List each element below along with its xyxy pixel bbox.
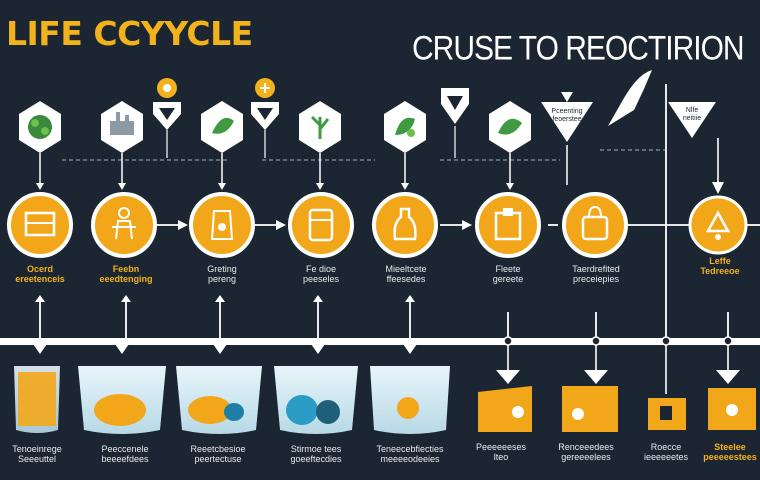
circle-label-1: Ocerd ereetenceis — [8, 264, 72, 284]
bottom-label-2: Peeccenele beeeefdees — [90, 444, 160, 464]
title-left: LIFE CCYYCLE — [6, 14, 253, 53]
bottom-label-line1: Steelee — [714, 442, 746, 452]
bottom-label-1: Tenoeinrege Seeeuttel — [2, 444, 72, 464]
bottle-icon — [372, 192, 438, 258]
bottom-label-5: Teneecebfiecties meeeeodeeies — [366, 444, 454, 464]
bottom-label-line2: meeeeodeeies — [380, 454, 440, 464]
circle-label-line1: Taerdrefited — [572, 264, 620, 274]
container-3 — [176, 366, 262, 434]
shield-down-icon — [541, 92, 593, 142]
box-icon — [7, 192, 73, 258]
plant-hexagon-icon — [299, 101, 341, 153]
circle-label-7: Taerdrefited preceiepies — [556, 264, 636, 284]
bottom-label-line2: peeeeestees — [703, 452, 757, 462]
bottom-label-line2: peertectuse — [194, 454, 242, 464]
upper-dashed-lines — [62, 149, 665, 161]
circle-label-3: Greting pereng — [190, 264, 254, 284]
circle-label-8: Leffe Tedreeoe — [692, 256, 748, 276]
bottom-label-line2: beeeefdees — [101, 454, 149, 464]
package-icon — [288, 192, 354, 258]
container-4 — [274, 366, 358, 434]
circle-label-line2: gereete — [492, 274, 524, 284]
herb-hexagon-icon — [384, 101, 426, 153]
circle-entry-arrows — [36, 183, 514, 190]
circle-label-line1: Fleete — [495, 264, 521, 274]
circle-label-line2: ffeesedes — [386, 274, 426, 284]
circle-label-line1: Ocerd — [26, 264, 53, 274]
title-right: CRUSE TO REOCTIRION — [412, 29, 745, 68]
bottom-label-9: Steelee peeeeestees — [700, 442, 760, 462]
bottom-label-line2: gereeeelees — [561, 452, 611, 462]
circle-label-line2: preceiepies — [572, 274, 620, 284]
bottom-label-line1: Stirmoe tees — [290, 444, 342, 454]
circle-label-line2: Tedreeoe — [700, 266, 740, 276]
bottom-label-7: Renceeedees gereeeelees — [550, 442, 622, 462]
eco-hexagon-icon — [19, 101, 61, 153]
herbs-hexagon-icon — [489, 101, 531, 153]
band-connectors — [39, 300, 729, 340]
circle-label-line2: ereetenceis — [15, 274, 65, 284]
leaf-arrow-icon — [608, 70, 652, 126]
bottom-label-line2: Seeeuttel — [17, 454, 57, 464]
product-icon — [189, 192, 255, 258]
circle-label-6: Fleete gereete — [476, 264, 540, 284]
bag-icon — [562, 192, 628, 258]
shield-text-2: Nlfe neitiie — [682, 107, 702, 122]
circle-label-line1: Leffe — [709, 256, 731, 266]
container-2 — [78, 366, 166, 434]
bottom-band-line — [0, 338, 760, 345]
shield-down-icon — [668, 102, 716, 138]
figure-icon — [91, 192, 157, 258]
circle-label-line2: peeseles — [302, 274, 340, 284]
circle-label-line1: Greting — [207, 264, 237, 274]
bottom-label-line1: Reeetcbesioe — [190, 444, 246, 454]
bottom-label-4: Stirmoe tees goeeftecdies — [276, 444, 356, 464]
circle-label-line1: Feebn — [112, 264, 140, 274]
circle-label-line2: pereng — [207, 274, 237, 284]
bottom-label-line1: Renceeedees — [558, 442, 614, 452]
tag-down-icon — [251, 78, 279, 130]
circle-label-5: Mieeltcete ffeesedes — [370, 264, 442, 284]
bottom-label-line1: Teneecebfiecties — [376, 444, 444, 454]
clipboard-icon — [475, 192, 541, 258]
bottom-label-3: Reeetcbesioe peertectuse — [180, 444, 256, 464]
bottom-label-line2: ieeeeeetes — [643, 452, 689, 462]
tag-down-icon — [441, 88, 469, 124]
bottom-label-line2: goeeftecdies — [290, 454, 342, 464]
bottom-label-8: Roecce ieeeeeetes — [636, 442, 696, 462]
tag-down-icon — [153, 78, 181, 130]
leaf-hexagon-icon — [201, 101, 243, 153]
container-1 — [14, 366, 60, 433]
orange-boxes — [478, 386, 756, 432]
up-arrows — [35, 295, 415, 302]
container-arrows — [33, 344, 740, 394]
bottom-label-line1: Tenoeinrege — [12, 444, 62, 454]
factory-hexagon-icon — [101, 101, 143, 153]
bottom-label-line1: Peeeeeeses — [475, 442, 527, 452]
circle-label-4: Fe dioe peeseles — [289, 264, 353, 284]
bottom-label-line1: Peeccenele — [101, 444, 149, 454]
bottom-label-line2: lteo — [493, 452, 509, 462]
circle-icons — [7, 192, 748, 258]
circle-label-line1: Fe dioe — [305, 264, 337, 274]
bottom-label-6: Peeeeeeses lteo — [466, 442, 536, 462]
shield-text-1: Pceenting feoerstee — [551, 108, 583, 123]
circle-label-line2: eeedtenging — [99, 274, 153, 284]
bottom-label-line1: Roecce — [650, 442, 682, 452]
recycle-icon — [688, 195, 748, 255]
circle-label-line1: Mieeltcete — [385, 264, 427, 274]
glass-containers — [14, 366, 450, 434]
container-5 — [370, 366, 450, 434]
circle-label-2: Feebn eeedtenging — [94, 264, 158, 284]
